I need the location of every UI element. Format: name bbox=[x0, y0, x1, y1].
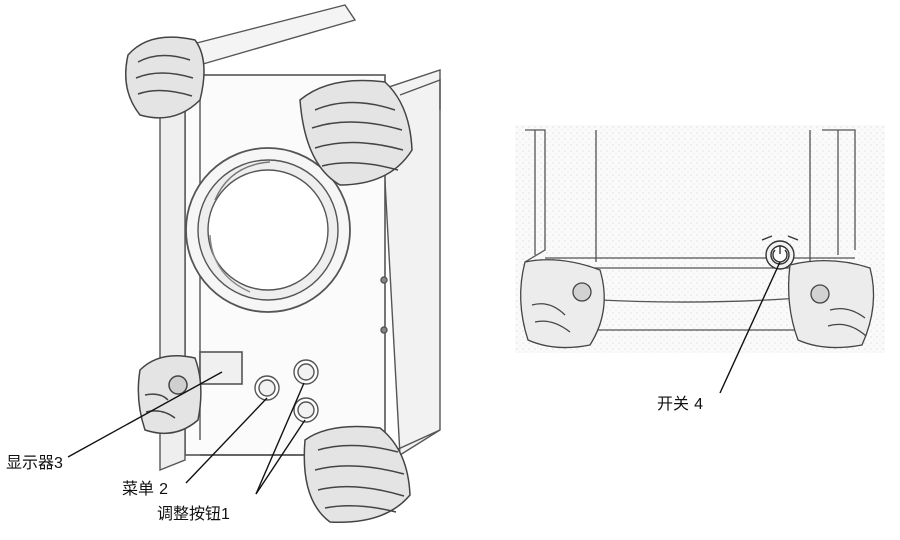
adjust-button-up bbox=[294, 360, 318, 384]
label-adjust-text: 调整按钮 bbox=[157, 504, 221, 523]
foot-left bbox=[521, 260, 605, 348]
switch-closeup bbox=[515, 125, 885, 353]
corner-bumper-bottom-right bbox=[304, 427, 410, 523]
label-display-text: 显示器 bbox=[6, 453, 54, 472]
label-switch-number: 4 bbox=[694, 396, 703, 413]
adjust-button-down bbox=[294, 398, 318, 422]
label-adjust-buttons: 调整按钮1 bbox=[157, 505, 230, 524]
label-switch-text: 开关 bbox=[657, 394, 689, 413]
label-display-number: 3 bbox=[54, 455, 63, 472]
label-menu-number: 2 bbox=[159, 481, 168, 498]
foot-right bbox=[789, 261, 874, 348]
label-display: 显示器3 bbox=[6, 454, 63, 473]
label-adjust-number: 1 bbox=[221, 506, 230, 523]
display-window bbox=[200, 352, 242, 384]
corner-bumper-bottom-left bbox=[138, 356, 201, 434]
label-switch: 开关 4 bbox=[657, 395, 703, 414]
label-menu-text: 菜单 bbox=[122, 479, 154, 498]
menu-button bbox=[255, 376, 279, 400]
corner-bumper-top-left bbox=[126, 37, 204, 118]
label-menu: 菜单 2 bbox=[122, 480, 168, 499]
